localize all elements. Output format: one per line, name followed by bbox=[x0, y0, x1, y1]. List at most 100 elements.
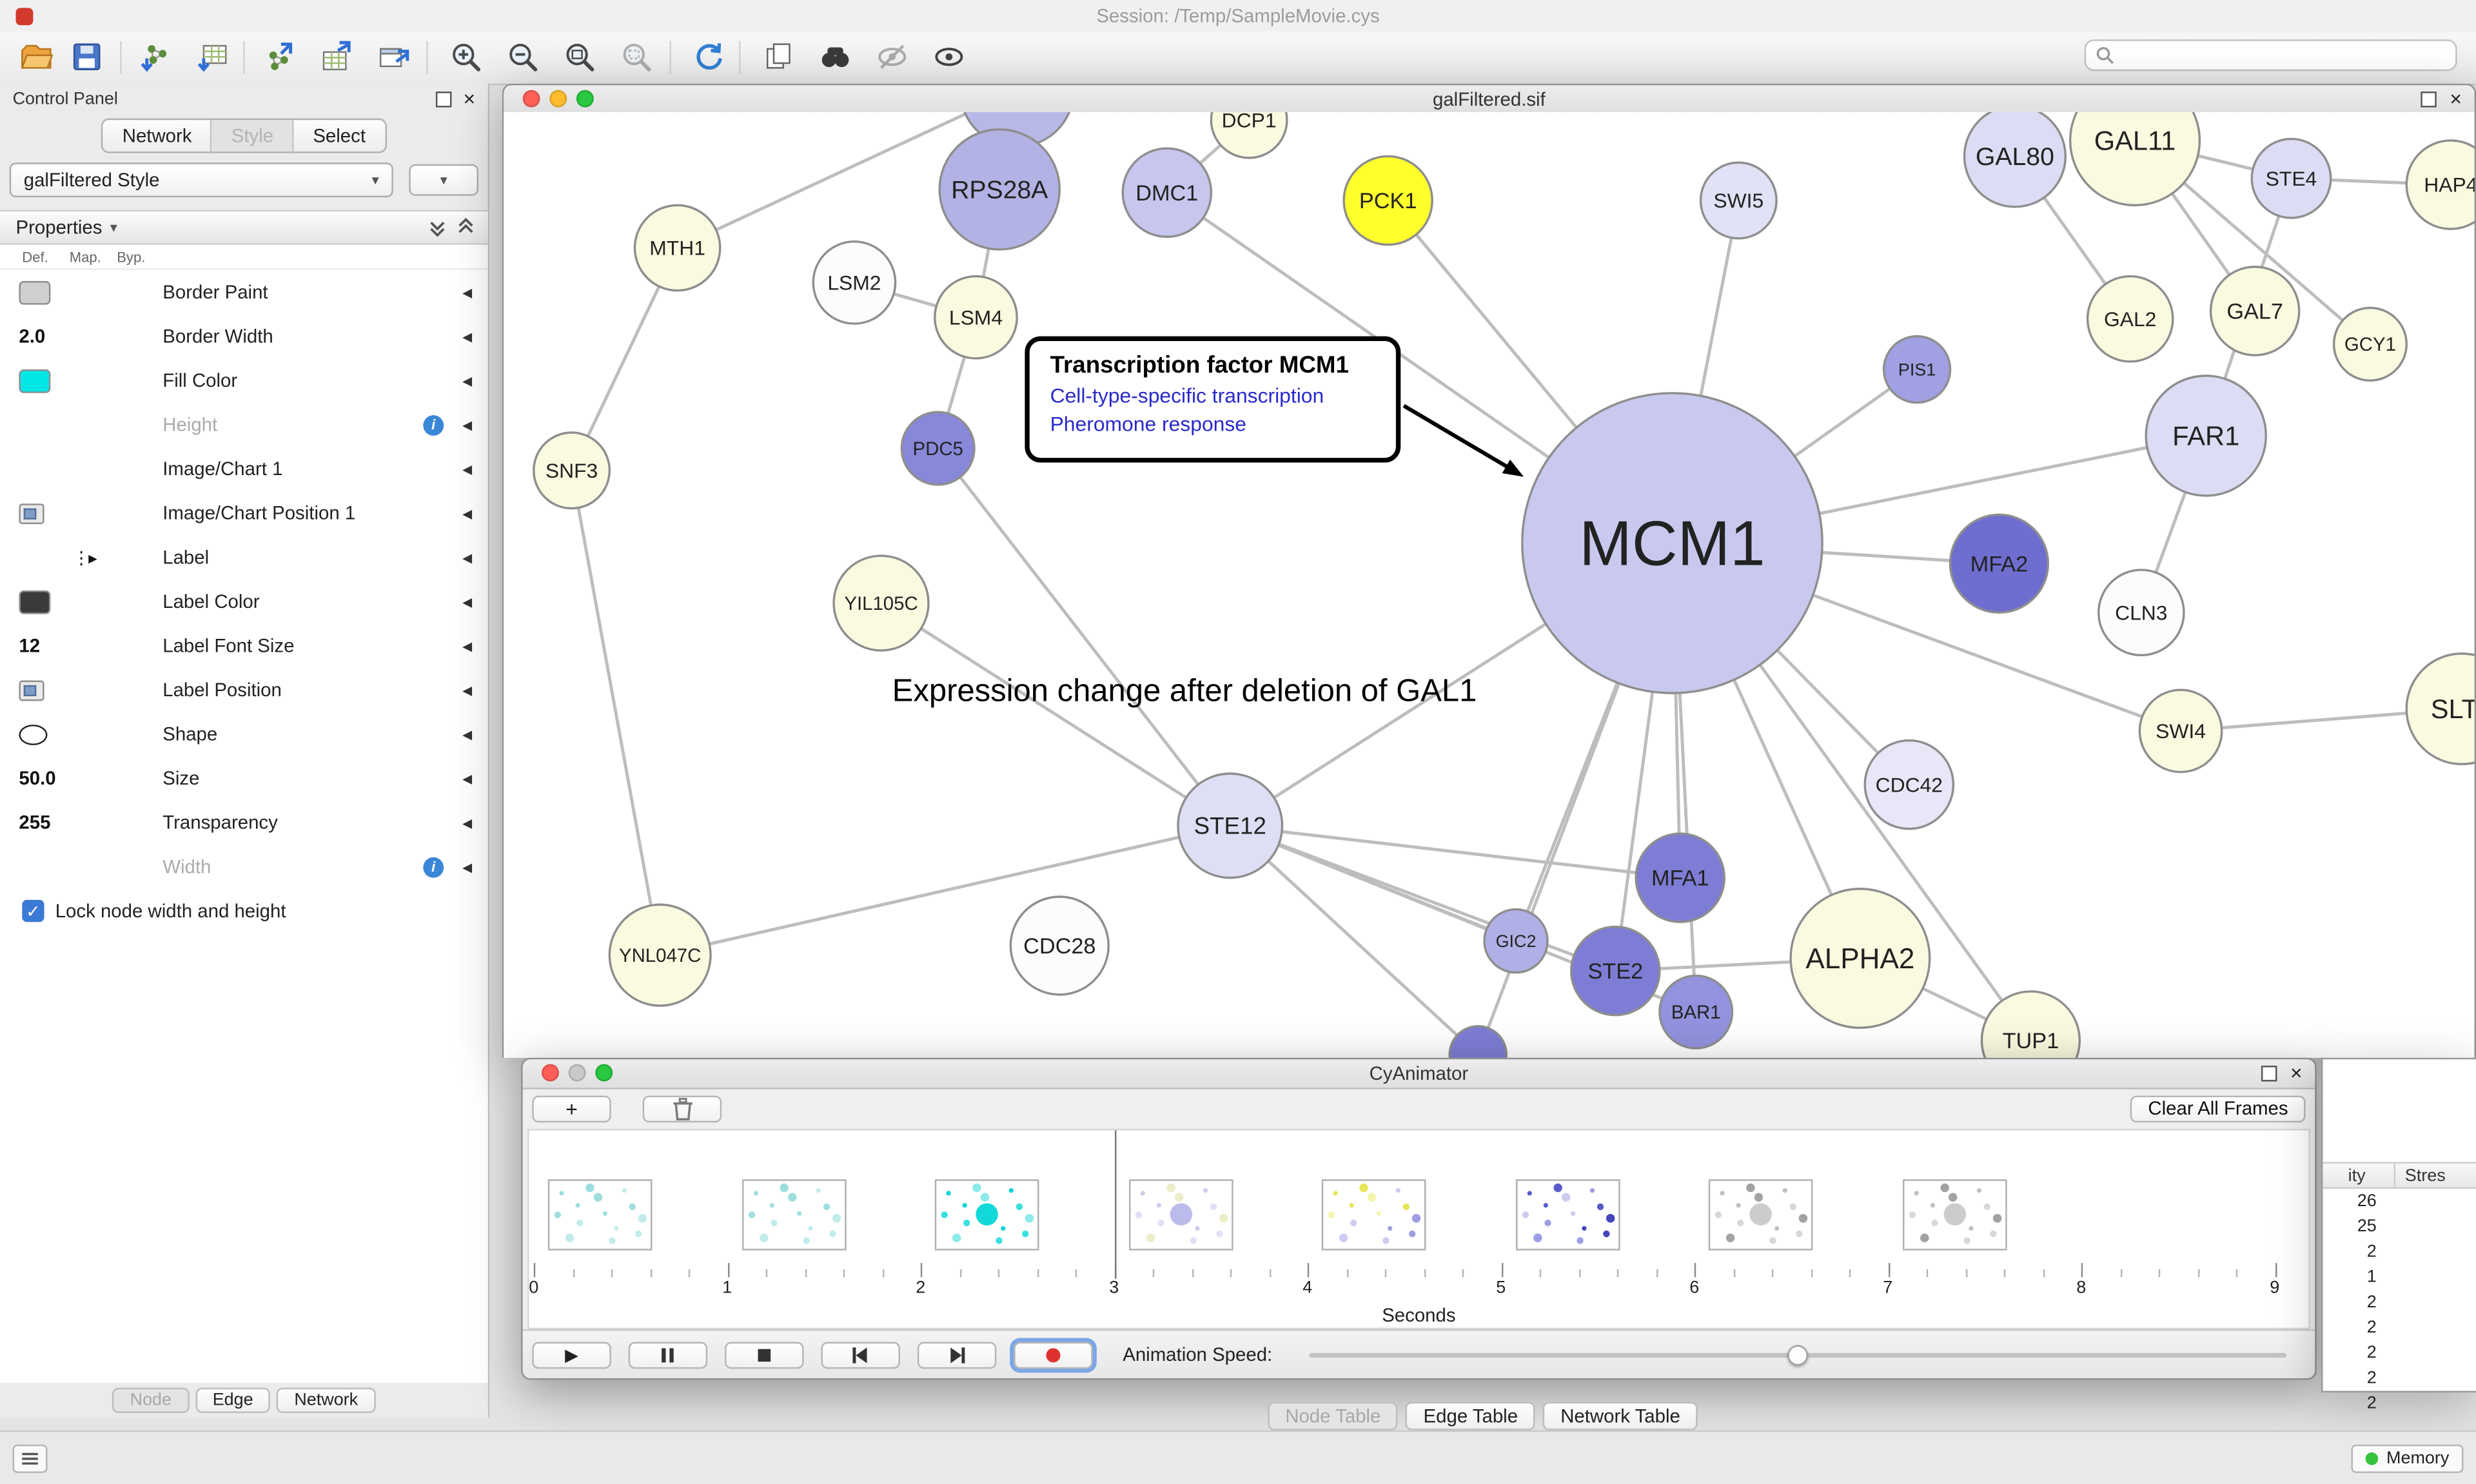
stop-button[interactable] bbox=[725, 1341, 804, 1369]
network-node-STE4[interactable] bbox=[2250, 137, 2332, 219]
ellipse-shape-icon[interactable] bbox=[19, 723, 48, 745]
table-row[interactable]: 2 bbox=[2323, 1391, 2476, 1416]
position-icon[interactable] bbox=[19, 503, 44, 523]
copy-button[interactable] bbox=[758, 36, 800, 77]
network-node-DMC1[interactable] bbox=[1121, 147, 1213, 239]
network-node-SNF3[interactable] bbox=[533, 431, 611, 510]
tab-style[interactable]: Style bbox=[210, 120, 293, 152]
color-swatch[interactable] bbox=[19, 368, 51, 393]
apply-layout-button[interactable] bbox=[689, 36, 730, 77]
expand-arrow-icon[interactable]: ◀ bbox=[462, 771, 473, 786]
frame-thumbnail[interactable] bbox=[1128, 1179, 1233, 1251]
expand-arrow-icon[interactable]: ◀ bbox=[462, 373, 473, 388]
info-icon[interactable]: i bbox=[423, 856, 444, 877]
expand-arrow-icon[interactable]: ◀ bbox=[462, 815, 473, 830]
network-node-GIC2[interactable] bbox=[1483, 908, 1549, 974]
default-value-cell[interactable] bbox=[0, 280, 73, 304]
previous-frame-button[interactable] bbox=[821, 1341, 900, 1369]
network-node-MFA1[interactable] bbox=[1635, 832, 1726, 923]
export-table-button[interactable] bbox=[316, 36, 357, 77]
position-icon[interactable] bbox=[19, 679, 44, 701]
frame-thumbnail[interactable] bbox=[1515, 1179, 1620, 1251]
network-edge[interactable] bbox=[570, 470, 662, 956]
network-node-CDC28[interactable] bbox=[1009, 895, 1110, 996]
property-row-image-chart-position-1[interactable]: Image/Chart Position 1◀ bbox=[0, 491, 488, 536]
export-image-button[interactable] bbox=[373, 36, 414, 77]
open-session-button[interactable] bbox=[15, 36, 57, 77]
import-table-button[interactable] bbox=[193, 36, 234, 77]
default-value-cell[interactable] bbox=[0, 723, 73, 745]
frame-thumbnail[interactable] bbox=[547, 1179, 653, 1251]
expand-arrow-icon[interactable]: ◀ bbox=[462, 505, 473, 520]
save-session-button[interactable] bbox=[66, 36, 108, 77]
pause-button[interactable] bbox=[628, 1341, 708, 1369]
network-node-CDC42[interactable] bbox=[1863, 739, 1955, 830]
close-window-icon[interactable] bbox=[542, 1064, 559, 1082]
expand-all-icon[interactable] bbox=[457, 217, 475, 237]
table-row[interactable]: 26 bbox=[2323, 1189, 2476, 1214]
default-value-cell[interactable] bbox=[0, 503, 73, 523]
column-header-centrality[interactable]: ity bbox=[2323, 1163, 2396, 1187]
property-row-label-position[interactable]: Label Position◀ bbox=[0, 668, 488, 712]
network-node-STE2[interactable] bbox=[1570, 925, 1661, 1017]
tab-network[interactable]: Network bbox=[122, 124, 192, 147]
playhead[interactable] bbox=[1114, 1130, 1116, 1279]
network-node-SWI5[interactable] bbox=[1699, 161, 1778, 240]
network-edge[interactable] bbox=[1229, 825, 1479, 1056]
default-value-cell[interactable]: 50.0 bbox=[0, 767, 73, 789]
network-edge[interactable] bbox=[660, 824, 1231, 957]
record-button[interactable] bbox=[1014, 1341, 1093, 1369]
expand-arrow-icon[interactable]: ◀ bbox=[462, 683, 473, 698]
column-header-stress[interactable]: Stres bbox=[2404, 1166, 2446, 1185]
expand-arrow-icon[interactable]: ◀ bbox=[462, 594, 473, 609]
zoom-out-button[interactable] bbox=[502, 36, 544, 77]
search-input[interactable] bbox=[2120, 43, 2446, 68]
tab-node-style[interactable]: Node bbox=[112, 1387, 189, 1413]
network-node-HAP4[interactable] bbox=[2405, 139, 2475, 230]
property-row-image-chart-1[interactable]: Image/Chart 1◀ bbox=[0, 447, 488, 491]
table-row[interactable]: 2 bbox=[2323, 1365, 2476, 1391]
frame-thumbnail[interactable] bbox=[1321, 1179, 1426, 1251]
default-value-cell[interactable] bbox=[0, 679, 73, 701]
first-neighbors-button[interactable] bbox=[815, 36, 856, 77]
tab-select[interactable]: Select bbox=[292, 120, 384, 152]
property-row-fill-color[interactable]: Fill Color◀ bbox=[0, 358, 488, 403]
network-node-DCP1[interactable] bbox=[1210, 112, 1288, 159]
memory-indicator[interactable]: Memory bbox=[2352, 1444, 2464, 1473]
expand-arrow-icon[interactable]: ◀ bbox=[462, 329, 473, 344]
network-node-GAL7[interactable] bbox=[2209, 266, 2301, 356]
minimize-window-icon[interactable] bbox=[568, 1064, 586, 1082]
collapse-all-icon[interactable] bbox=[428, 218, 447, 237]
network-node-RPS28A[interactable] bbox=[938, 128, 1061, 251]
close-panel-icon[interactable]: × bbox=[463, 86, 476, 111]
network-node-LSM2[interactable] bbox=[812, 240, 897, 325]
style-dropdown[interactable]: galFiltered Style ▾ bbox=[9, 162, 393, 198]
network-node-MTH1[interactable] bbox=[633, 204, 722, 292]
export-network-button[interactable] bbox=[259, 36, 300, 77]
network-node-YIL105C[interactable] bbox=[832, 554, 930, 652]
annotation-link-2[interactable]: Pheromone response bbox=[1050, 412, 1247, 436]
tab-edge-table[interactable]: Edge Table bbox=[1406, 1401, 1536, 1430]
table-row[interactable]: 1 bbox=[2323, 1265, 2476, 1290]
zoom-window-icon[interactable] bbox=[576, 90, 594, 108]
network-node-GAL2[interactable] bbox=[2086, 275, 2174, 363]
minimize-window-icon[interactable] bbox=[549, 90, 567, 108]
float-window-icon[interactable] bbox=[2421, 90, 2437, 107]
cyanimator-titlebar[interactable]: CyAnimator × bbox=[522, 1059, 2315, 1089]
expand-arrow-icon[interactable]: ◀ bbox=[462, 859, 473, 874]
table-row[interactable]: 25 bbox=[2323, 1214, 2476, 1239]
zoom-fit-button[interactable] bbox=[559, 36, 600, 77]
expand-arrow-icon[interactable]: ◀ bbox=[462, 638, 473, 653]
play-button[interactable]: ▶ bbox=[532, 1341, 611, 1369]
expand-arrow-icon[interactable]: ◀ bbox=[462, 462, 473, 476]
annotation-link-1[interactable]: Cell-type-specific transcription bbox=[1050, 384, 1324, 407]
table-row[interactable]: 2 bbox=[2323, 1239, 2476, 1264]
lock-size-row[interactable]: ✓ Lock node width and height bbox=[0, 889, 488, 933]
frame-thumbnail[interactable] bbox=[934, 1179, 1039, 1251]
